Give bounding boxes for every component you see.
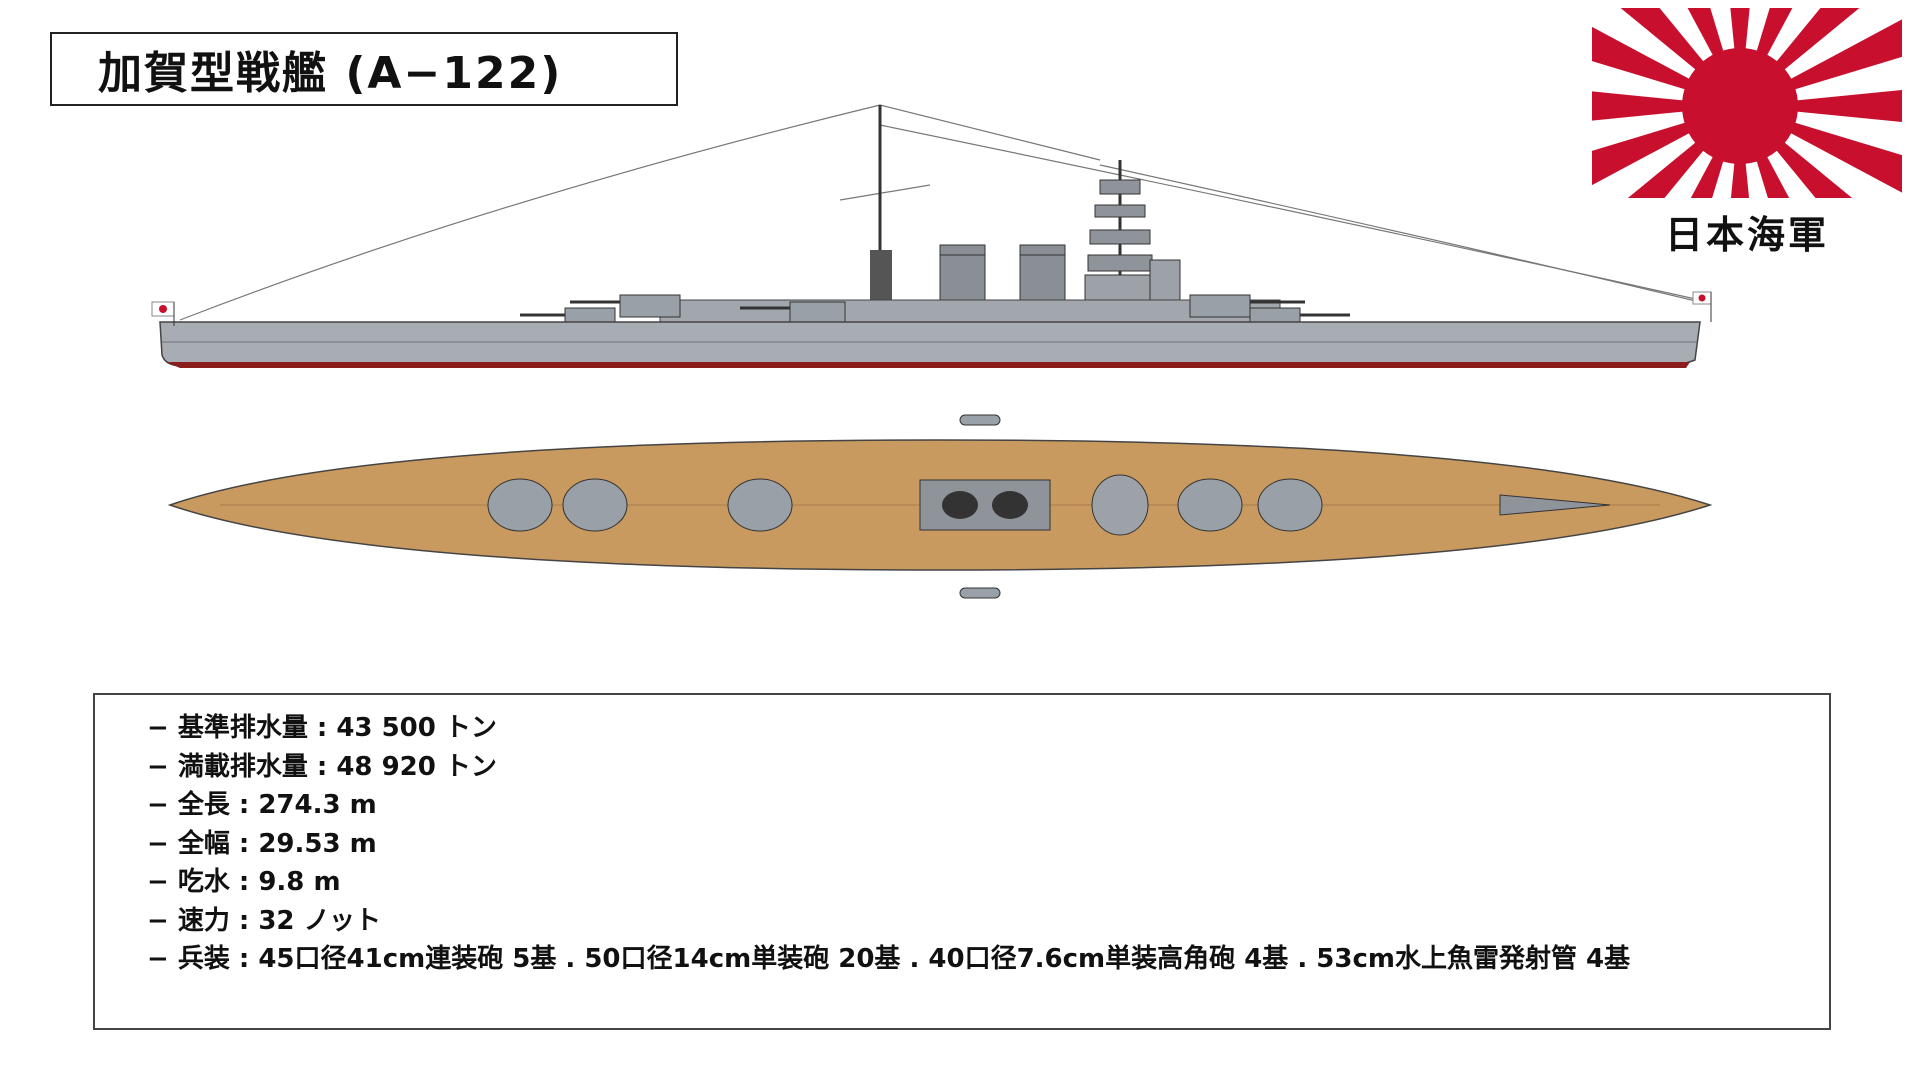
stern-flag-icon [151,301,175,326]
bridge-tower [1084,179,1181,306]
spec-full-displacement: − 満載排水量 : 48 920 トン [147,751,497,782]
gun-barrels [520,300,1350,317]
title-text: 加賀型戦艦 (A−122) [98,48,563,99]
page-title: 加賀型戦艦 (A−122) [50,32,678,106]
spec-speed: − 速力 : 32 ノット [147,905,382,936]
flag-ray [1592,91,1740,121]
plan-bridge [1091,474,1149,536]
funnel-cap-2 [992,491,1028,519]
flag-ray [1740,19,1902,106]
spec-armament: − 兵装 : 45口径41cm連装砲 5基 . 50口径14cm単装砲 20基 … [147,944,1631,974]
superstructure [659,299,1281,326]
spec-length: − 全長 : 274.3 m [147,790,377,820]
spec-draught: − 吃水 : 9.8 m [147,867,341,897]
flag-ray [1740,106,1790,198]
ship-side-profile [151,104,1712,368]
plan-turrets [487,478,1323,532]
boat-starboard [959,587,1001,599]
masts [878,105,1122,310]
spec-standard-displacement: − 基準排水量 : 43 500 トン [147,713,497,743]
foremast-tower [870,250,892,310]
boat-port [959,414,1001,426]
hull [159,321,1701,367]
specification-list: − 基準排水量 : 43 500 トン − 満載排水量 : 48 920 トン … [93,693,1831,1030]
rising-sun-flag-icon [1592,8,1902,198]
boot-topping [166,362,1690,368]
naval-ensign-block: 日本海軍 [1592,8,1902,258]
bow-flag-icon [1692,291,1712,322]
navy-label: 日本海軍 [1664,213,1829,257]
plan-funnel-block [919,479,1051,531]
ship-plan-view [167,414,1713,599]
funnel-cap-1 [942,491,978,519]
rigging-lines [179,104,1701,321]
flag-ray [1740,106,1902,193]
spec-beam: − 全幅 : 29.53 m [147,828,377,859]
bow-fittings [1499,494,1611,516]
flag-ray [1740,90,1902,122]
